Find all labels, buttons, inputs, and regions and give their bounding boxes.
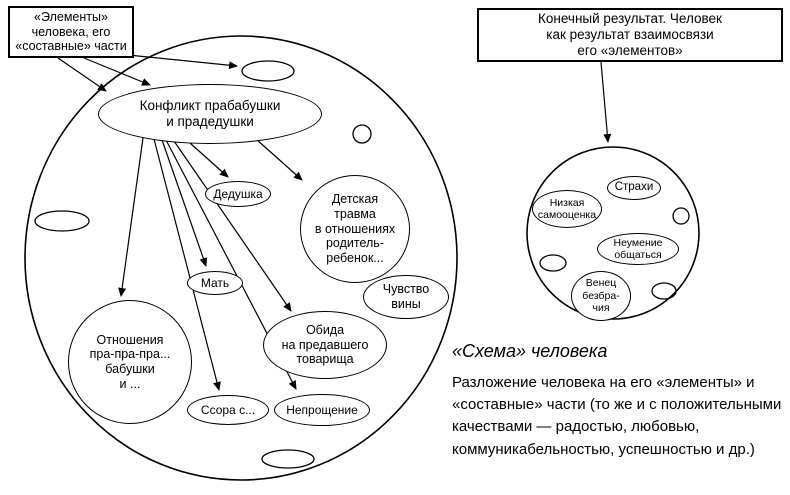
caption-title: «Схема» человека (452, 341, 608, 361)
node-low-self-esteem: Низкая самооценка (532, 190, 602, 228)
node-guilt-label: Чувство вины (382, 282, 430, 311)
node-conflict-label: Конфликт прабабушки и прадедушки (139, 98, 281, 129)
caption-body: Разложение человека на его «элементы» и … (452, 374, 782, 458)
arrow-resultbox-to-result-circle (600, 61, 612, 143)
empty-element-circle-right (352, 124, 372, 144)
node-betrayal-resentment: Обида на предавшего товарища (263, 311, 387, 379)
result-label: Конечный результат. Человек как результа… (538, 11, 722, 58)
arrow-conflict-to-mother (161, 139, 208, 267)
node-ancestors-relations-label: Отношения пра-пра-пра... бабушки и ... (89, 332, 171, 391)
node-mother-label: Мать (200, 275, 230, 290)
empty-result-ellipse-bottom (651, 282, 677, 300)
node-celibacy: Венец безбра- чия (571, 271, 631, 321)
node-fears-label: Страхи (614, 181, 654, 194)
person-elements-circle (24, 35, 458, 481)
empty-result-circle (672, 207, 690, 225)
empty-element-ellipse-bottom (261, 449, 315, 469)
arrow-conflict-to-trauma (255, 138, 303, 181)
result-label-box: Конечный результат. Человек как результа… (477, 8, 783, 62)
node-low-self-esteem-label: Низкая самооценка (537, 196, 597, 221)
node-unforgiveness-label: Непрощение (286, 402, 358, 417)
arrow-conflict-to-grandfather (189, 142, 229, 178)
node-ancestors-relations: Отношения пра-пра-пра... бабушки и ... (68, 300, 192, 424)
empty-element-ellipse-left (34, 210, 90, 232)
arrow-conflict-to-ancestors (118, 137, 144, 297)
node-quarrel: Ссора с... (187, 395, 269, 425)
arrow-conflict-to-betrayal (173, 140, 292, 312)
empty-element-ellipse-top (241, 60, 295, 82)
node-unforgiveness: Непрощение (274, 394, 370, 426)
empty-result-ellipse-left (539, 254, 567, 272)
node-childhood-trauma-label: Детская травма в отношениях родитель- ре… (314, 192, 396, 266)
node-guilt: Чувство вины (363, 275, 449, 319)
person-result-circle (526, 146, 700, 320)
node-fears: Страхи (607, 176, 661, 200)
node-quarrel-label: Ссора с... (200, 402, 256, 417)
node-mother: Мать (187, 271, 243, 295)
arrow-labelbox-to-empty-ellipse (117, 53, 238, 70)
arrow-labelbox-to-conflict-1 (57, 57, 107, 92)
node-betrayal-resentment-label: Обида на предавшего товарища (281, 322, 369, 367)
arrow-labelbox-to-conflict-2 (83, 57, 151, 86)
node-conflict: Конфликт прабабушки и прадедушки (98, 84, 322, 144)
elements-label-box: «Элементы» человека, его «составные» час… (8, 6, 134, 58)
node-communication-inability-label: Неумение общаться (613, 236, 663, 261)
node-grandfather-label: Дедушка (213, 186, 263, 201)
node-celibacy-label: Венец безбра- чия (582, 277, 620, 315)
node-communication-inability: Неумение общаться (597, 233, 679, 265)
node-childhood-trauma: Детская травма в отношениях родитель- ре… (300, 175, 410, 283)
arrow-conflict-to-quarrel (153, 138, 221, 391)
elements-label: «Элементы» человека, его «составные» час… (15, 9, 127, 54)
node-grandfather: Дедушка (205, 181, 271, 207)
